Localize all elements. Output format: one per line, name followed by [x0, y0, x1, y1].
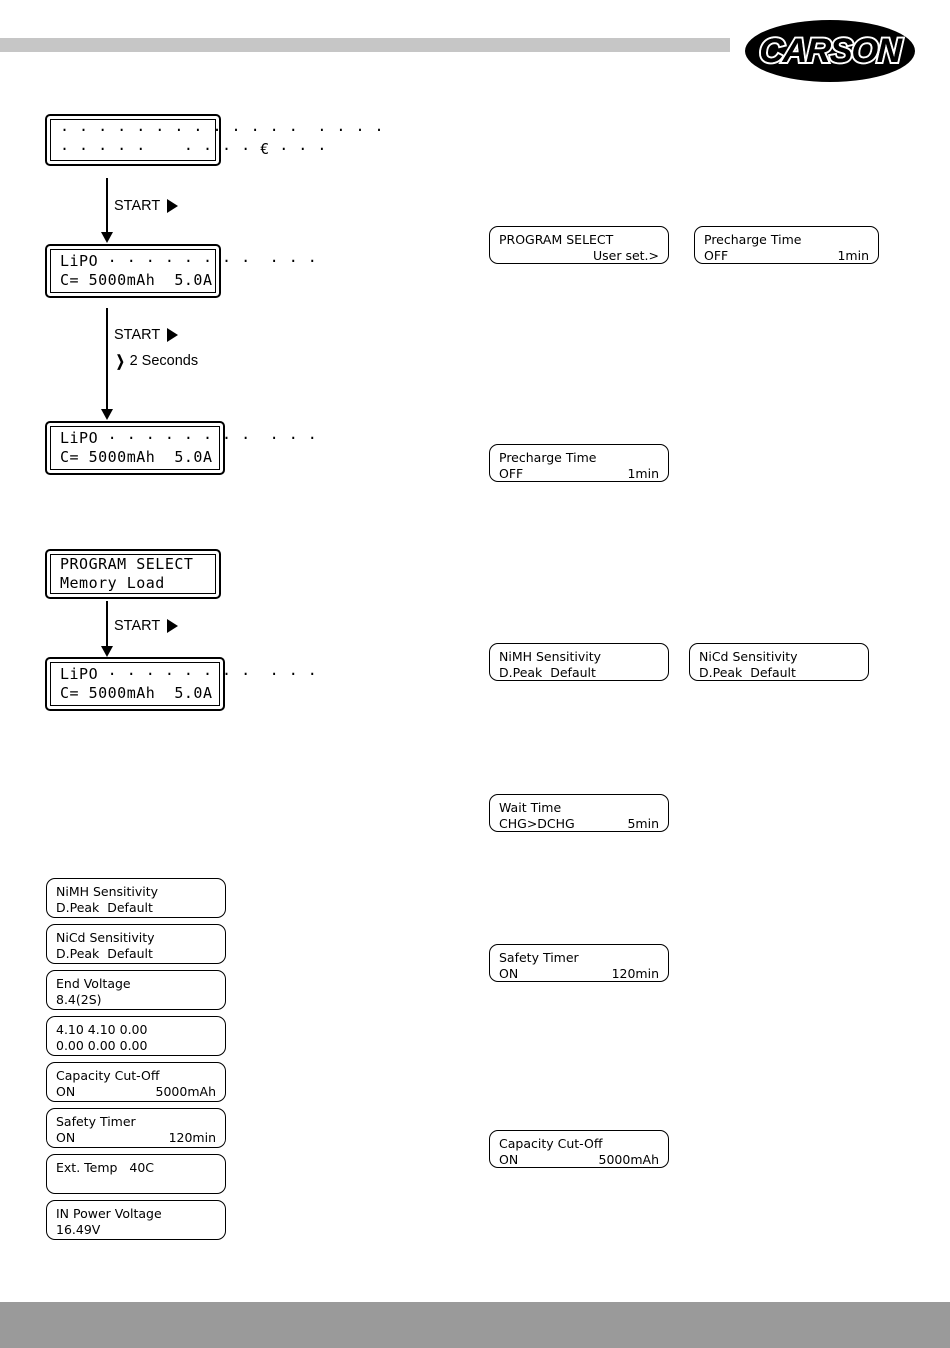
setting-amount: 5000mAh	[598, 1152, 659, 1167]
setting-box-program-select-user-set: PROGRAM SELECT User set.>	[489, 226, 669, 264]
start-label-text: START	[114, 618, 161, 634]
flow-arrow-head-2	[101, 409, 113, 420]
setting-value-row: ON 5000mAh	[499, 1152, 659, 1168]
lcd-line-2: C= 5000mAh 5.0A	[60, 684, 213, 702]
lcd-line-1: LiPO · · · · · · · · · · ·	[60, 665, 318, 683]
setting-title: PROGRAM SELECT	[499, 232, 614, 247]
lcd-lipo-screen-2: LiPO · · · · · · · · · · · C= 5000mAh 5.…	[45, 421, 318, 475]
play-triangle-icon	[167, 619, 179, 633]
setting-value: 16.49V	[56, 1222, 101, 1237]
setting-title: Capacity Cut-Off	[499, 1136, 603, 1151]
lcd-line-2: C= 5000mAh 5.0A	[60, 271, 213, 289]
setting-amount: 1min	[837, 248, 869, 263]
lcd-line-1: LiPO · · · · · · · · · · ·	[60, 252, 318, 270]
setting-value-row: OFF 1min	[704, 248, 869, 264]
setting-box-safety-timer-right: Safety Timer ON 120min	[489, 944, 669, 982]
setting-title: NiCd Sensitivity	[56, 930, 155, 945]
lcd-program-select-memory-load: PROGRAM SELECT Memory Load	[45, 549, 221, 599]
setting-value-row: ON 5000mAh	[56, 1084, 216, 1100]
setting-value: D.Peak Default	[699, 665, 796, 680]
setting-state: ON	[56, 1084, 76, 1099]
setting-title: NiMH Sensitivity	[56, 884, 159, 899]
setting-title: NiCd Sensitivity	[699, 649, 798, 664]
start-label-text: START	[114, 327, 161, 343]
lcd-line-1: PROGRAM SELECT	[60, 555, 194, 573]
logo-ellipse-shape	[745, 20, 915, 82]
setting-state: OFF	[499, 466, 524, 481]
setting-box-nicd-sensitivity-right: NiCd Sensitivity D.Peak Default	[689, 643, 869, 681]
carson-logo: CARSON CARSON	[745, 16, 915, 86]
setting-box-cell-voltages: 4.10 4.10 0.00 0.00 0.00 0.00	[46, 1016, 226, 1056]
lcd-lipo-screen-3: LiPO · · · · · · · · · · · C= 5000mAh 5.…	[45, 657, 318, 711]
flow-arrow-line-1	[106, 178, 108, 236]
lcd-startup-screen: · · · · · · · · · · · · · · · · · · · · …	[45, 114, 385, 166]
setting-title: End Voltage	[56, 976, 131, 991]
logo-wordmark: CARSON	[758, 31, 902, 70]
setting-box-nicd-sensitivity: NiCd Sensitivity D.Peak Default	[46, 924, 226, 964]
setting-box-capacity-cut-off-right: Capacity Cut-Off ON 5000mAh	[489, 1130, 669, 1168]
flow-arrow-line-2	[106, 308, 108, 413]
lcd-line-2: C= 5000mAh 5.0A	[60, 448, 213, 466]
chevron-right-icon: ❯	[115, 353, 125, 370]
setting-box-wait-time: Wait Time CHG>DCHG 5min	[489, 794, 669, 832]
play-triangle-icon	[167, 328, 179, 342]
setting-amount: 1min	[627, 466, 659, 481]
flow-arrow-line-3	[106, 601, 108, 650]
footer-gray-bar	[0, 1302, 950, 1348]
setting-title: Safety Timer	[499, 950, 579, 965]
setting-title: Wait Time	[499, 800, 562, 815]
setting-box-nimh-sensitivity-right: NiMH Sensitivity D.Peak Default	[489, 643, 669, 681]
setting-value-row: ON 120min	[499, 966, 659, 982]
flow-arrow-head-3	[101, 646, 113, 657]
hold-duration-text: 2 Seconds	[129, 353, 199, 369]
setting-state: ON	[56, 1130, 76, 1145]
setting-value: 8.4(2S)	[56, 992, 102, 1007]
setting-amount: 120min	[168, 1130, 216, 1145]
setting-state: ON	[499, 1152, 519, 1167]
header-gray-bar	[0, 38, 730, 52]
setting-box-precharge-time-b: Precharge Time OFF 1min	[489, 444, 669, 482]
setting-amount: 5min	[627, 816, 659, 831]
setting-title: Ext. Temp 40C	[56, 1160, 155, 1175]
setting-title: Precharge Time	[499, 450, 597, 465]
setting-amount: 120min	[611, 966, 659, 981]
lcd-line-1: · · · · · · · · · · · · · · · · ·	[60, 121, 385, 139]
setting-value: User set.>	[592, 248, 659, 263]
setting-box-nimh-sensitivity: NiMH Sensitivity D.Peak Default	[46, 878, 226, 918]
cell-voltage-row-2: 0.00 0.00 0.00	[56, 1038, 148, 1053]
lcd-line-2: Memory Load	[60, 574, 165, 592]
cell-voltage-row-1: 4.10 4.10 0.00	[56, 1022, 148, 1037]
lcd-lipo-screen-1: LiPO · · · · · · · · · · · C= 5000mAh 5.…	[45, 244, 318, 298]
flow-label-start-1: START	[114, 198, 179, 214]
setting-title: Precharge Time	[704, 232, 802, 247]
setting-value: D.Peak Default	[56, 946, 153, 961]
setting-box-end-voltage: End Voltage 8.4(2S)	[46, 970, 226, 1010]
setting-state: OFF	[704, 248, 729, 263]
flow-label-start-3: START	[114, 618, 179, 634]
setting-title: Capacity Cut-Off	[56, 1068, 160, 1083]
start-label-text: START	[114, 198, 161, 214]
setting-title: IN Power Voltage	[56, 1206, 162, 1221]
setting-state: ON	[499, 966, 519, 981]
setting-state: CHG>DCHG	[499, 816, 575, 831]
setting-value-row: OFF 1min	[499, 466, 659, 482]
setting-box-ext-temp: Ext. Temp 40C	[46, 1154, 226, 1194]
lcd-line-2: · · · · · · · · · € · · ·	[60, 140, 327, 158]
setting-title: NiMH Sensitivity	[499, 649, 602, 664]
flow-arrow-head-1	[101, 232, 113, 243]
setting-value: D.Peak Default	[56, 900, 153, 915]
setting-box-in-power-voltage: IN Power Voltage 16.49V	[46, 1200, 226, 1240]
flow-label-start-2: START	[114, 327, 179, 343]
play-triangle-icon	[167, 199, 179, 213]
setting-value: D.Peak Default	[499, 665, 596, 680]
setting-amount: 5000mAh	[155, 1084, 216, 1099]
setting-title: Safety Timer	[56, 1114, 136, 1129]
setting-box-capacity-cut-off: Capacity Cut-Off ON 5000mAh	[46, 1062, 226, 1102]
setting-value-row: ON 120min	[56, 1130, 216, 1146]
setting-box-safety-timer: Safety Timer ON 120min	[46, 1108, 226, 1148]
flow-label-hold-2-seconds: ❯ 2 Seconds	[114, 352, 198, 370]
setting-value-row: CHG>DCHG 5min	[499, 816, 659, 832]
setting-box-precharge-time-a: Precharge Time OFF 1min	[694, 226, 879, 264]
lcd-line-1: LiPO · · · · · · · · · · ·	[60, 429, 318, 447]
